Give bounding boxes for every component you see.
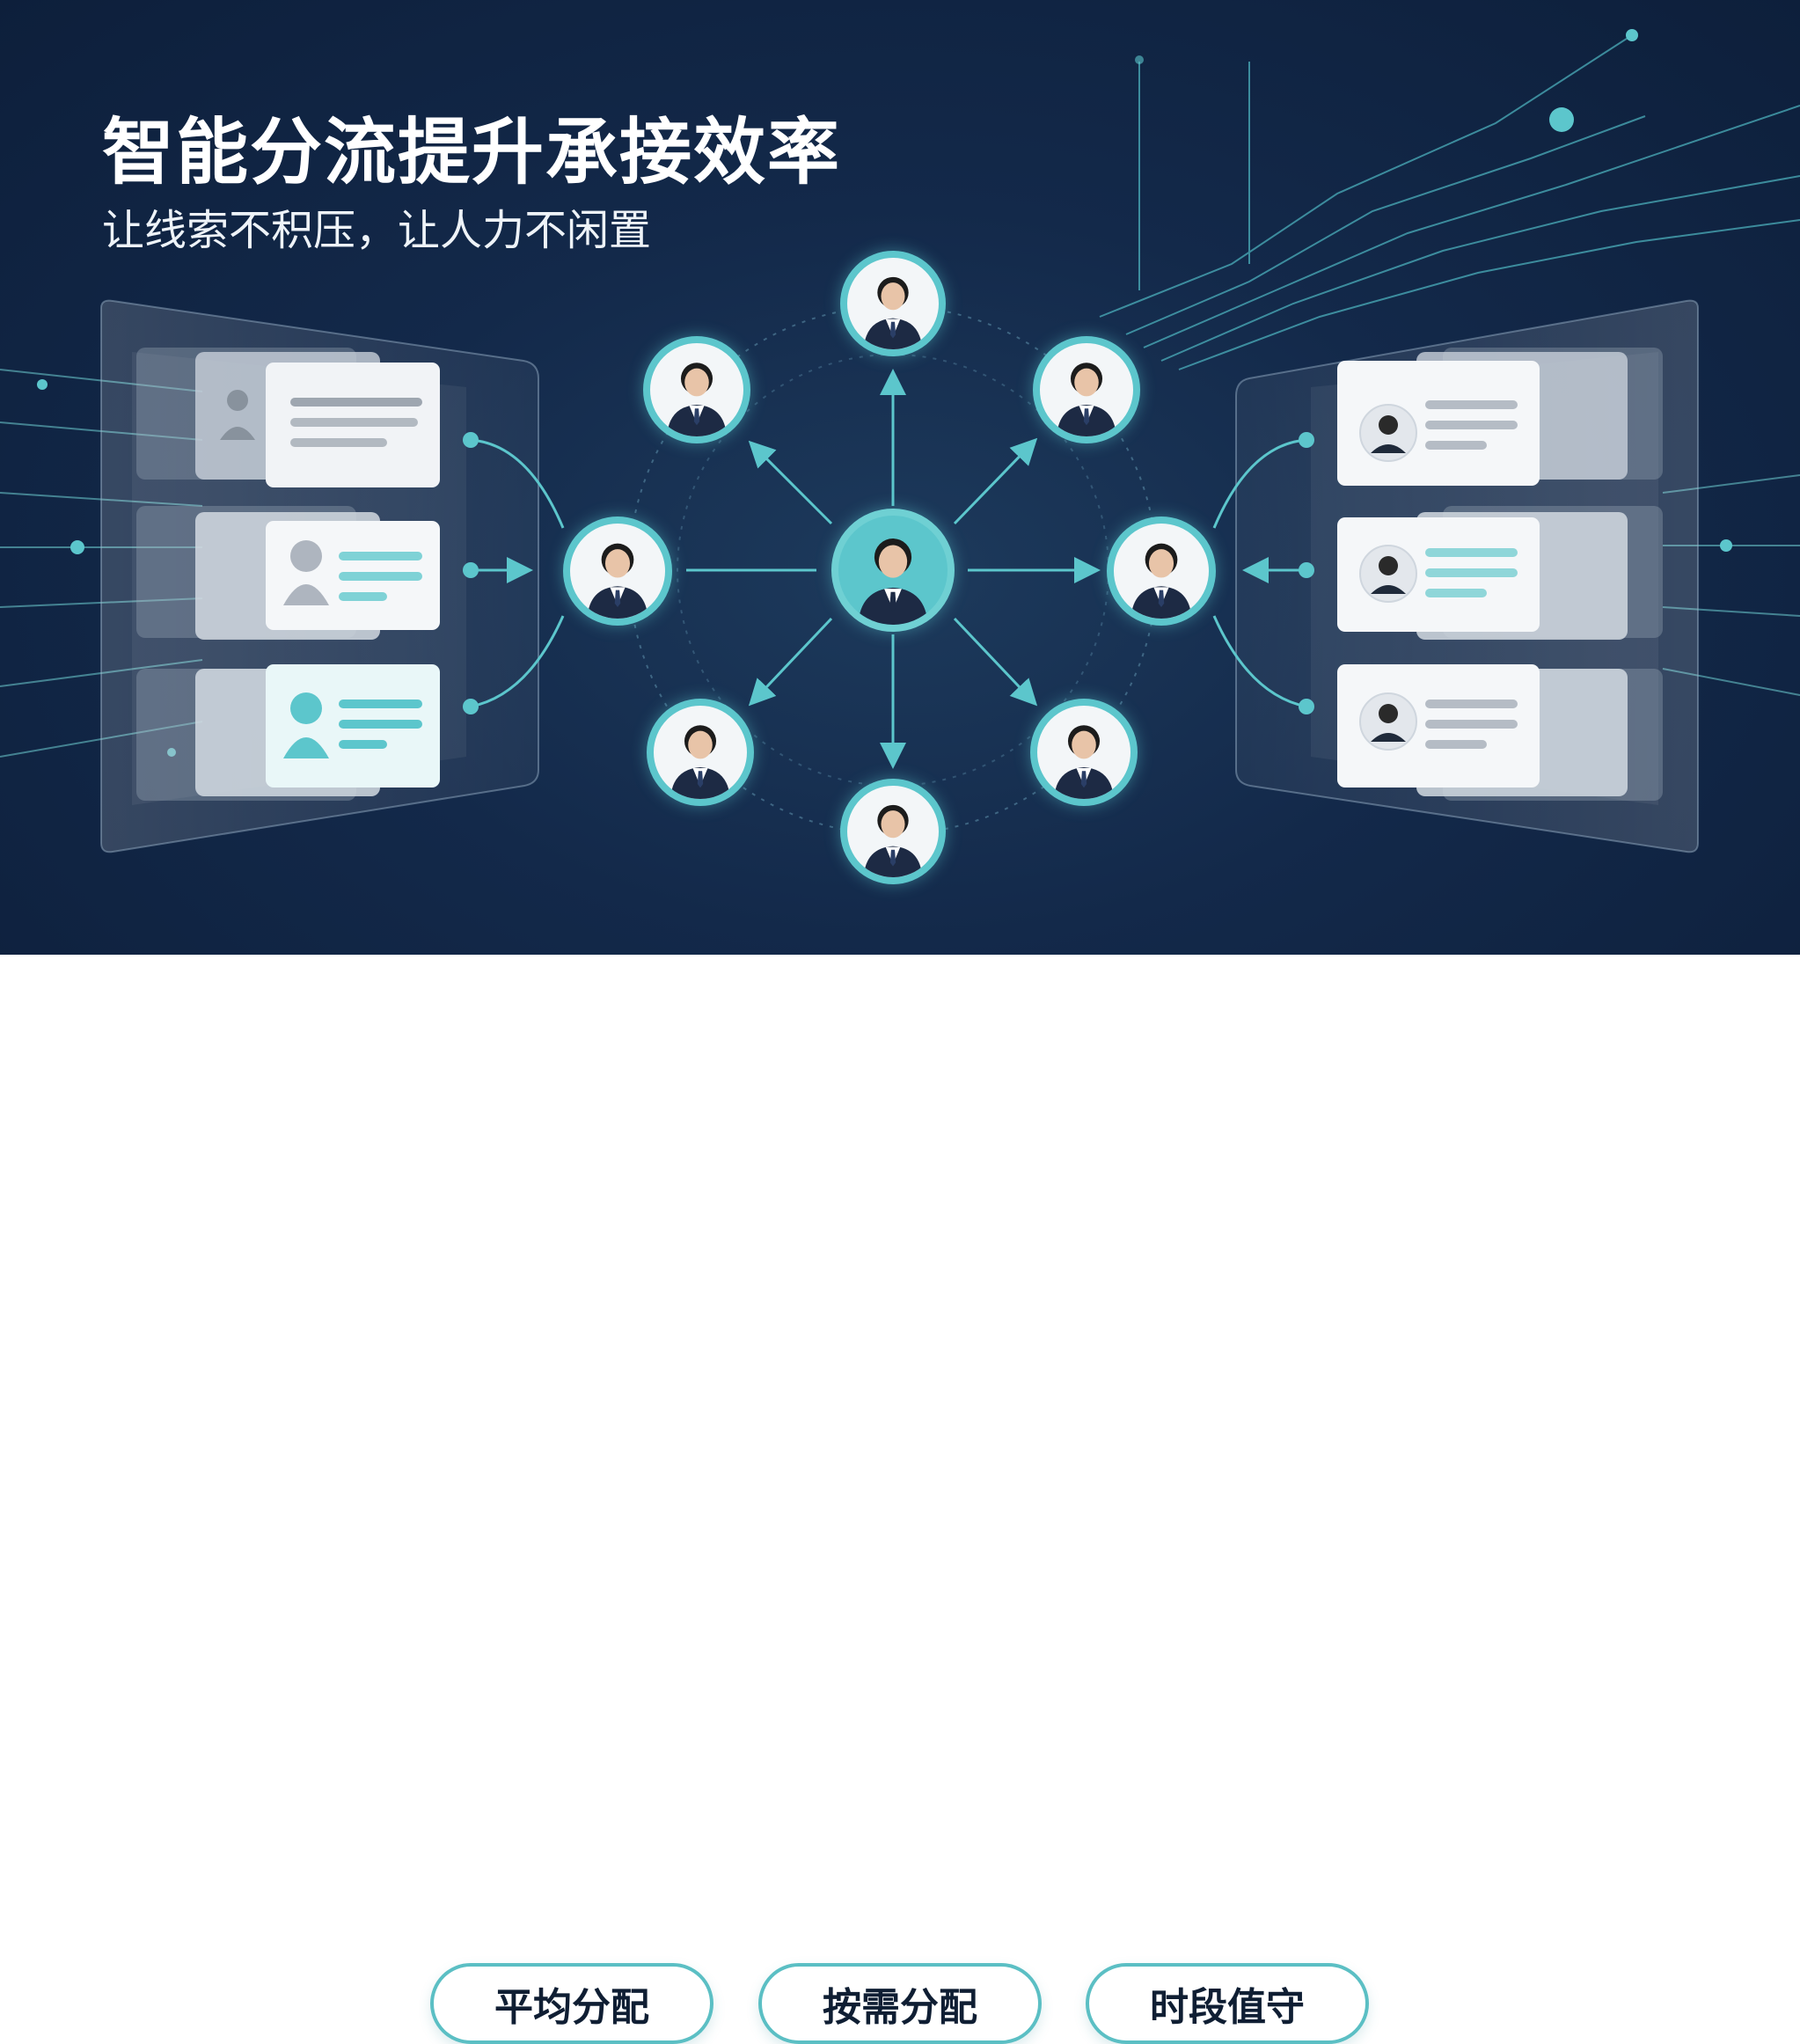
center-agent-avatar <box>831 509 955 632</box>
lead-card-icon <box>1337 517 1540 632</box>
agent-avatar-right <box>1107 516 1216 626</box>
circuit-dot <box>1549 107 1574 132</box>
streak-dot <box>37 379 48 390</box>
person-icon <box>1057 363 1116 436</box>
page-subtitle: 让线索不积压，让人力不闲置 <box>102 206 652 255</box>
person-icon <box>1054 725 1114 799</box>
person-icon <box>863 276 923 349</box>
hero-banner: 智能分流提升承接效率 让线索不积压，让人力不闲置 <box>0 0 1800 955</box>
right-connectors <box>1212 438 1307 708</box>
connector-dot <box>1299 562 1314 578</box>
person-icon <box>587 543 648 619</box>
person-icon <box>667 363 727 436</box>
lead-card-icon <box>266 664 440 788</box>
person-icon <box>858 538 928 625</box>
mode-average-button[interactable]: 平均分配 <box>430 1963 713 2044</box>
person-icon <box>670 725 730 799</box>
streak-dot <box>70 540 84 554</box>
mode-bar: 平均分配 按需分配 时段值守 <box>0 955 1800 2044</box>
circuit-lines <box>1099 34 1800 370</box>
connector-dot <box>463 562 479 578</box>
agent-avatar-top-left <box>643 336 750 443</box>
agent-avatar-bottom-right <box>1030 699 1138 806</box>
lead-card-icon <box>1337 664 1540 788</box>
agent-avatar-bottom-left <box>647 699 754 806</box>
circuit-dot <box>1135 55 1144 64</box>
mode-on-demand-button[interactable]: 按需分配 <box>758 1963 1042 2044</box>
connector-dot <box>1299 699 1314 714</box>
agent-avatar-bottom <box>840 779 946 884</box>
streak-dot <box>1720 539 1732 552</box>
mode-time-slot-button[interactable]: 时段值守 <box>1086 1963 1369 2044</box>
lead-card-icon <box>266 521 440 630</box>
lead-card-icon <box>220 363 440 487</box>
connector-dot <box>463 432 479 448</box>
connector-dot <box>463 699 479 714</box>
distribution-arrows <box>686 369 1101 769</box>
connector-dot <box>1299 432 1314 448</box>
circuit-dot <box>1626 29 1638 41</box>
page-title: 智能分流提升承接效率 <box>102 111 842 194</box>
left-connectors <box>470 438 565 708</box>
network-diagram <box>0 29 1800 853</box>
person-icon <box>1130 543 1192 619</box>
agent-avatar-top <box>840 251 946 356</box>
lead-card-icon <box>1337 361 1540 486</box>
agent-avatar-left <box>563 516 672 626</box>
person-icon <box>863 804 923 877</box>
agent-avatar-top-right <box>1033 336 1140 443</box>
